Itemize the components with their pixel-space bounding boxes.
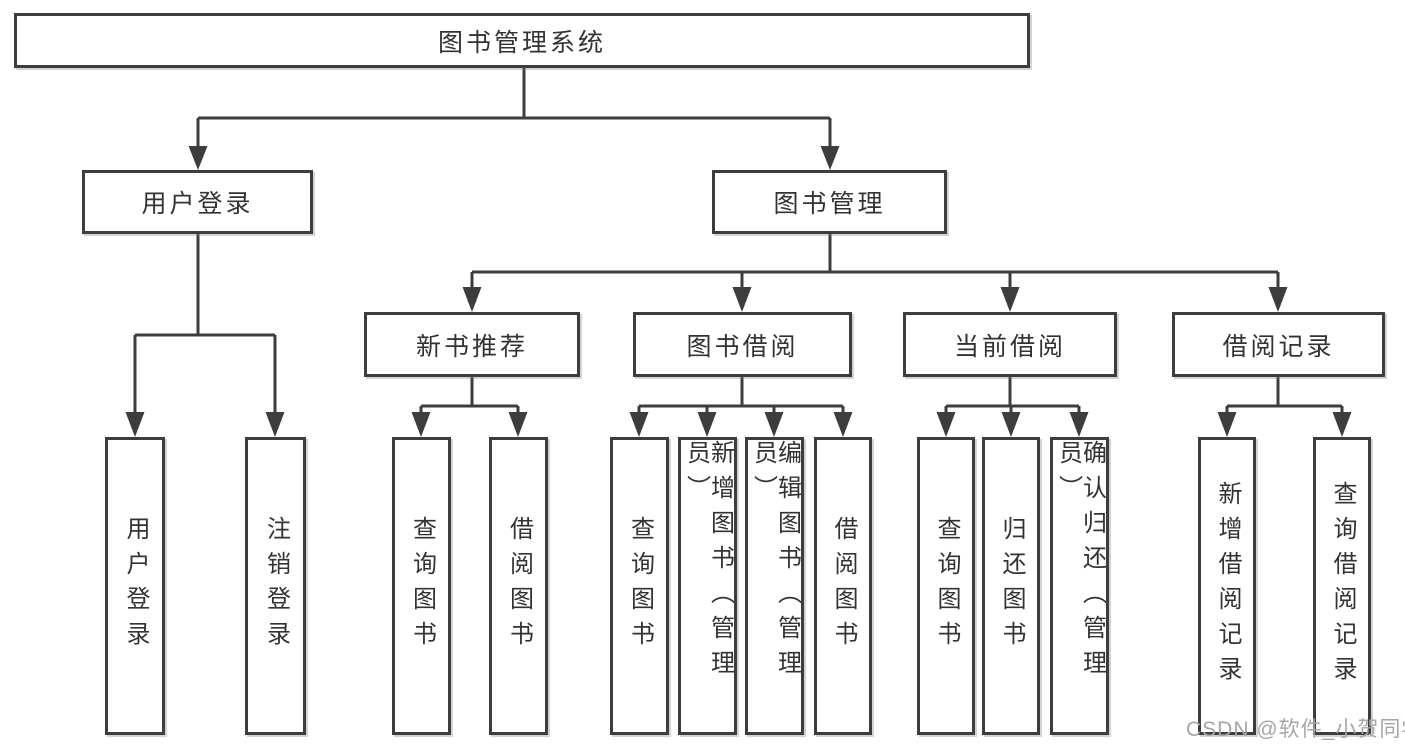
leaf-label: 新增借阅记录 <box>1214 481 1241 691</box>
leaf-label: 查询图书 <box>408 516 436 656</box>
leaf-query-books-recommend: 查询图书 <box>392 437 451 735</box>
leaf-query-books-borrow: 查询图书 <box>610 437 669 735</box>
connector-current-borrow-children <box>936 377 1089 437</box>
node-user-login: 用户登录 <box>82 170 313 234</box>
connector-new-book-recommend-children <box>411 377 528 437</box>
leaf-label: 查询借阅记录 <box>1329 481 1356 691</box>
leaf-add-book-admin: 新增图书（管理员） <box>678 437 737 735</box>
leaf-user-login: 用户登录 <box>105 437 165 735</box>
leaf-label: 注销登录 <box>262 516 290 656</box>
connector-book-management-children <box>462 233 1288 312</box>
node-book-borrow: 图书借阅 <box>633 312 852 377</box>
leaf-query-borrow-record: 查询借阅记录 <box>1313 437 1371 735</box>
leaf-return-book: 归还图书 <box>982 437 1040 735</box>
leaf-query-books-current: 查询图书 <box>917 437 975 735</box>
node-borrow-records: 借阅记录 <box>1172 312 1385 377</box>
leaf-label: 确认归还（管理员） <box>1054 440 1106 685</box>
leaf-label: 归还图书 <box>998 516 1025 656</box>
leaf-logout: 注销登录 <box>245 437 306 735</box>
leaf-edit-book-admin: 编辑图书（管理员） <box>745 437 804 735</box>
node-root-library-system: 图书管理系统 <box>14 13 1030 68</box>
leaf-label: 查询图书 <box>626 516 654 656</box>
leaf-label: 借阅图书 <box>830 516 857 656</box>
leaf-confirm-return-admin: 确认归还（管理员） <box>1050 437 1109 735</box>
connector-root-to-level2 <box>188 68 840 170</box>
leaf-label: 新增图书（管理员） <box>682 440 734 685</box>
connector-book-borrow-children <box>629 377 853 437</box>
node-new-book-recommend: 新书推荐 <box>364 312 580 377</box>
connector-user-login-children <box>125 233 285 437</box>
leaf-label: 查询图书 <box>933 516 960 656</box>
connector-borrow-records-children <box>1217 377 1352 437</box>
node-current-borrow: 当前借阅 <box>903 312 1117 377</box>
leaf-label: 借阅图书 <box>505 516 533 656</box>
leaf-borrow-books-recommend: 借阅图书 <box>489 437 548 735</box>
node-book-management: 图书管理 <box>712 170 947 234</box>
leaf-borrow-books: 借阅图书 <box>814 437 872 735</box>
leaf-label: 编辑图书（管理员） <box>749 440 801 685</box>
watermark: CSDN @软件_小贺同学 <box>1186 718 1405 741</box>
leaf-add-borrow-record: 新增借阅记录 <box>1198 437 1256 735</box>
leaf-label: 用户登录 <box>122 516 149 656</box>
